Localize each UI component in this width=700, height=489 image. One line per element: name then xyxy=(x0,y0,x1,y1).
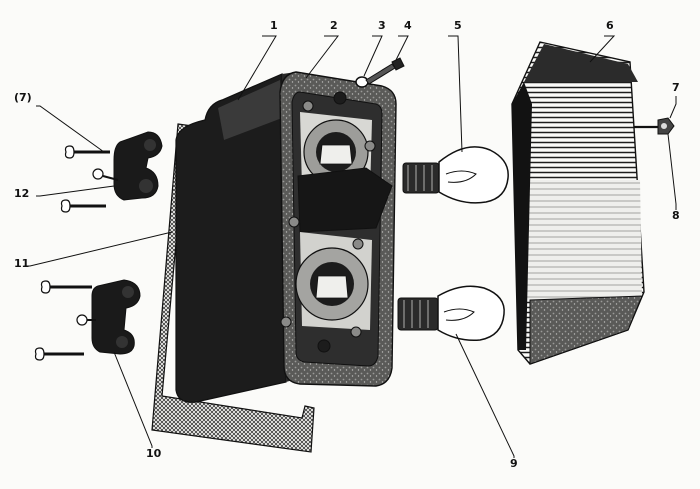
upper-bulb xyxy=(402,146,509,204)
callout-11: 11 xyxy=(14,257,30,270)
callout-6: 6 xyxy=(606,19,614,32)
mounting-plate xyxy=(279,71,397,387)
lens-screw xyxy=(634,117,675,135)
upper-bracket-assembly xyxy=(60,131,163,213)
leader-lines xyxy=(24,35,677,458)
lower-bracket-assembly xyxy=(34,279,141,361)
callout-7-bracketed: (7) xyxy=(14,91,32,104)
callout-12: 12 xyxy=(14,187,30,200)
lamp-lens xyxy=(511,41,645,365)
callout-10: 10 xyxy=(146,447,162,460)
callout-2: 2 xyxy=(330,19,338,32)
callout-5: 5 xyxy=(454,19,462,32)
screw-and-washer xyxy=(355,57,405,88)
callout-9: 9 xyxy=(510,457,518,470)
lower-bulb xyxy=(397,285,505,342)
callout-8: 8 xyxy=(672,209,680,222)
callout-4: 4 xyxy=(404,19,412,32)
callout-1: 1 xyxy=(270,19,278,32)
callout-3: 3 xyxy=(378,19,386,32)
callout-7: 7 xyxy=(672,81,680,94)
